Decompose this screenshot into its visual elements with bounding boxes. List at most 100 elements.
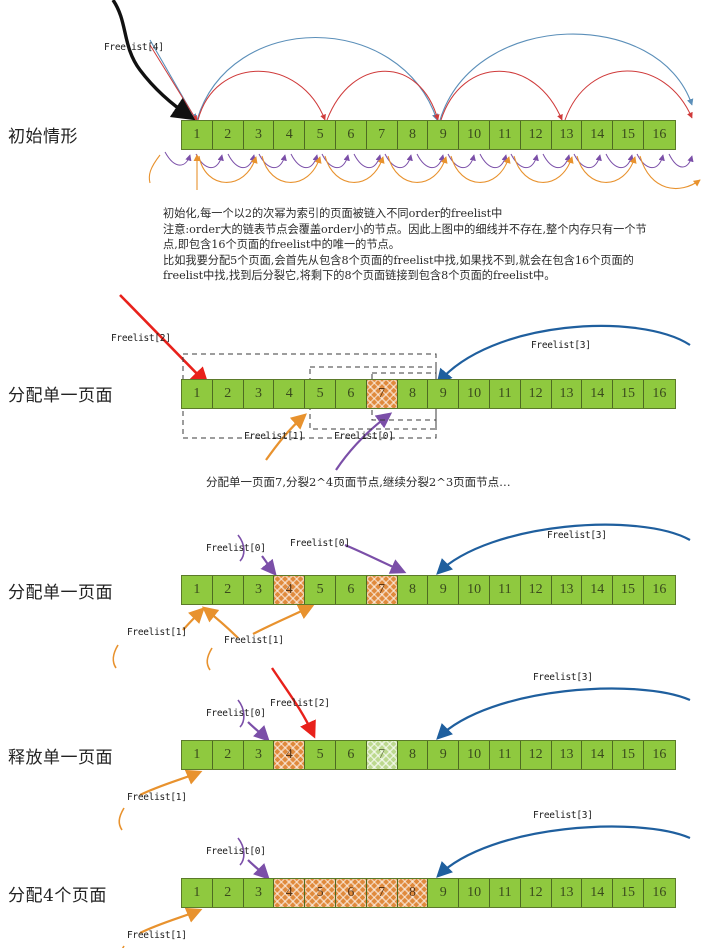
page-cell: 5 [305,380,336,408]
page-cell: 5 [305,879,336,907]
panel-title-alloc-single-b: 分配单一页面 [8,583,113,603]
page-cell: 3 [243,879,275,907]
page-cell: 6 [335,576,367,604]
page-cell: 7 [366,380,398,408]
page-cell: 12 [520,576,552,604]
note-line-4: 比如我要分配5个页面,会首先从包含8个页面的freelist中找,如果找不到,就… [163,253,634,267]
page-cell: 14 [582,741,614,769]
page-cell: 7 [366,576,398,604]
freelist-label-3-panel5: Freelist[3] [533,810,593,821]
panel-title-free-single: 释放单一页面 [8,748,113,768]
page-cell: 9 [428,879,460,907]
order0-arcs [164,151,694,169]
order1-arcs [148,154,701,190]
page-cell: 3 [243,576,275,604]
page-cell: 6 [335,741,367,769]
page-cell: 1 [182,879,213,907]
page-cell: 7 [366,741,398,769]
page-cell: 9 [428,121,460,149]
page-cell: 8 [397,576,429,604]
page-cell: 15 [613,576,644,604]
page-cell: 13 [551,576,583,604]
page-cell: 10 [459,380,490,408]
freelist-label-3-panel4: Freelist[3] [533,672,593,683]
page-cell: 1 [182,576,213,604]
page-cell: 11 [489,741,521,769]
freelist-label-1-panel5: Freelist[1] [127,930,187,941]
page-cell: 8 [397,741,429,769]
page-cell: 5 [305,576,336,604]
page-cell: 3 [243,741,275,769]
note-line-1: 初始化,每一个以2的次幂为索引的页面被链入不同order的freelist中 [163,207,503,220]
freelist-label-3-panel3: Freelist[3] [547,530,607,541]
page-cell: 1 [182,380,213,408]
page-cell: 10 [459,121,490,149]
page-cell: 13 [551,741,583,769]
page-cell: 4 [274,380,306,408]
page-cell: 16 [643,380,675,408]
page-cell: 16 [643,576,675,604]
page-cell: 10 [459,879,490,907]
page-cell: 14 [582,879,614,907]
page-cell: 6 [335,380,367,408]
freelist-label-1-panel4: Freelist[1] [127,792,187,803]
page-cell: 13 [551,121,583,149]
page-cell: 2 [212,380,244,408]
note-line-3: 点,即包含16个页面的freelist中的唯一的节点。 [163,238,400,251]
page-cell: 14 [582,121,614,149]
page-cell: 12 [520,879,552,907]
page-cell: 15 [613,879,644,907]
freelist-label-0b-panel3: Freelist[0] [290,538,350,549]
page-cell: 15 [613,380,644,408]
page-cell: 9 [428,741,460,769]
page-cell: 3 [243,380,275,408]
note-initial: 初始化,每一个以2的次幂为索引的页面被链入不同order的freelist中 注… [163,206,647,284]
page-cell: 8 [397,380,429,408]
page-cell: 15 [613,121,644,149]
page-cell: 5 [305,741,336,769]
panel-title-alloc-single-a: 分配单一页面 [8,386,113,406]
page-cell: 2 [212,576,244,604]
page-cell: 14 [582,380,614,408]
freelist-label-3-panel2: Freelist[3] [531,340,591,351]
page-cell: 12 [520,121,552,149]
page-cell: 11 [489,380,521,408]
note-line-5: freelist中找,找到后分裂它,将剩下的8个页面链接到包含8个页面的free… [163,269,556,282]
page-cell: 12 [520,380,552,408]
freelist-label-0-panel5: Freelist[0] [206,846,266,857]
freelist-label-4: Freelist[4] [104,42,164,53]
page-cell: 4 [274,741,306,769]
panel-title-alloc-4: 分配4个页面 [8,886,107,906]
page-cell: 11 [489,879,521,907]
page-cell: 4 [274,576,306,604]
page-cell: 1 [182,121,213,149]
page-cell: 6 [335,121,367,149]
order3-arcs [149,44,693,122]
freelist-label-0a-panel3: Freelist[0] [206,543,266,554]
page-cell: 14 [582,576,614,604]
caption-alloc-single: 分配单一页面7,分裂2^4页面节点,继续分裂2^3页面节点… [206,475,511,489]
freelist-label-1a-panel3: Freelist[1] [127,627,187,638]
page-cell: 8 [397,121,429,149]
page-cell: 9 [428,380,460,408]
page-cell: 1 [182,741,213,769]
page-cell: 5 [305,121,336,149]
panel-title-initial: 初始情形 [8,127,78,147]
page-cell: 16 [643,121,675,149]
page-cell: 2 [212,741,244,769]
freelist-label-0-panel4: Freelist[0] [206,708,266,719]
freelist4-pointer [111,0,196,121]
page-cell: 4 [274,121,306,149]
page-cell: 6 [335,879,367,907]
page-cell: 3 [243,121,275,149]
freelist-label-1b-panel3: Freelist[1] [224,635,284,646]
page-cell: 2 [212,879,244,907]
page-cell: 7 [366,879,398,907]
freelist-label-2-panel2: Freelist[2] [111,333,171,344]
page-cell: 9 [428,576,460,604]
page-cell: 8 [397,879,429,907]
